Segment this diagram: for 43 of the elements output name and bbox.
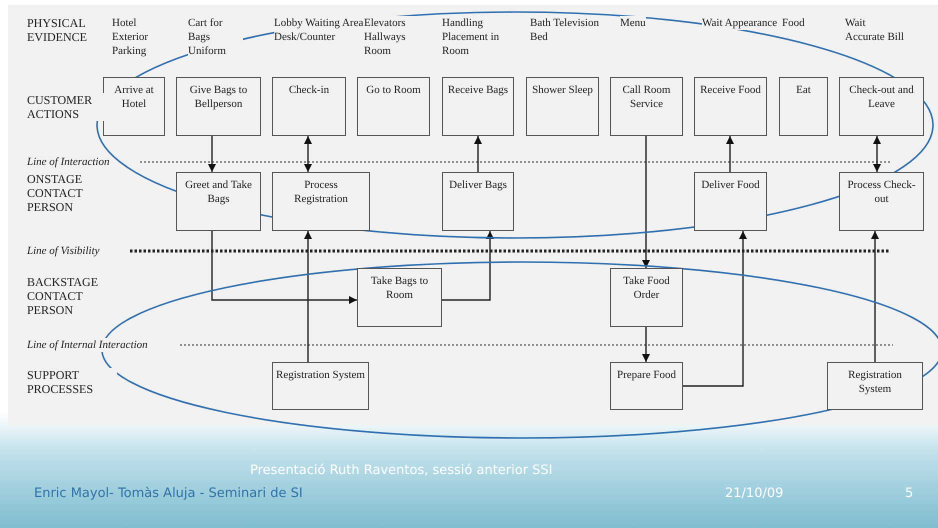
process-box: Registration System xyxy=(272,362,369,410)
process-box: Check-out and Leave xyxy=(839,77,924,136)
evidence-text: Cart for Bags Uniform xyxy=(188,16,243,58)
arrow xyxy=(304,231,312,362)
row-label: CUSTOMER ACTIONS xyxy=(27,93,107,121)
process-box: Receive Food xyxy=(694,77,767,136)
page-number: 5 xyxy=(905,486,914,502)
line-label: Line of Internal Interaction xyxy=(27,338,148,352)
process-box: Take Bags to Room xyxy=(357,268,442,327)
arrow xyxy=(873,136,881,172)
arrow xyxy=(442,231,494,301)
arrow xyxy=(642,136,650,268)
process-box: Deliver Bags xyxy=(442,172,514,231)
subtitle-text: Presentació Ruth Raventos, sessió anterior SSI xyxy=(250,463,553,479)
process-box: Process Check-out xyxy=(839,172,924,231)
process-box: Shower Sleep xyxy=(526,77,599,136)
process-box: Give Bags to Bellperson xyxy=(176,77,261,136)
date-text: 21/10/09 xyxy=(725,486,784,502)
arrow xyxy=(211,231,357,304)
evidence-text: Wait Appearance xyxy=(702,16,778,30)
process-box: Receive Bags xyxy=(442,77,514,136)
process-box: Eat xyxy=(779,77,828,136)
process-box: Deliver Food xyxy=(694,172,767,231)
line-label: Line of Visibility xyxy=(27,244,100,258)
footer-text: Enric Mayol- Tomàs Aluja - Seminari de SI xyxy=(34,486,303,502)
arrow xyxy=(304,136,312,172)
arrow xyxy=(208,136,216,172)
arrow xyxy=(642,327,650,362)
arrow xyxy=(474,136,482,172)
process-box: Prepare Food xyxy=(610,362,683,410)
process-box: Registration System xyxy=(827,362,923,410)
line-label: Line of Interaction xyxy=(27,155,110,169)
process-box: Greet and Take Bags xyxy=(176,172,261,231)
process-box: Go to Room xyxy=(357,77,430,136)
process-box: Check-in xyxy=(272,77,346,136)
arrow xyxy=(871,231,879,362)
process-box: Take Food Order xyxy=(610,268,683,327)
process-box: Arrive at Hotel xyxy=(103,77,165,136)
arrow xyxy=(726,136,734,172)
process-box: Call Room Service xyxy=(610,77,683,136)
row-label: SUPPORT PROCESSES xyxy=(27,368,117,396)
arrow xyxy=(683,231,747,387)
process-box: Process Registration xyxy=(272,172,370,231)
